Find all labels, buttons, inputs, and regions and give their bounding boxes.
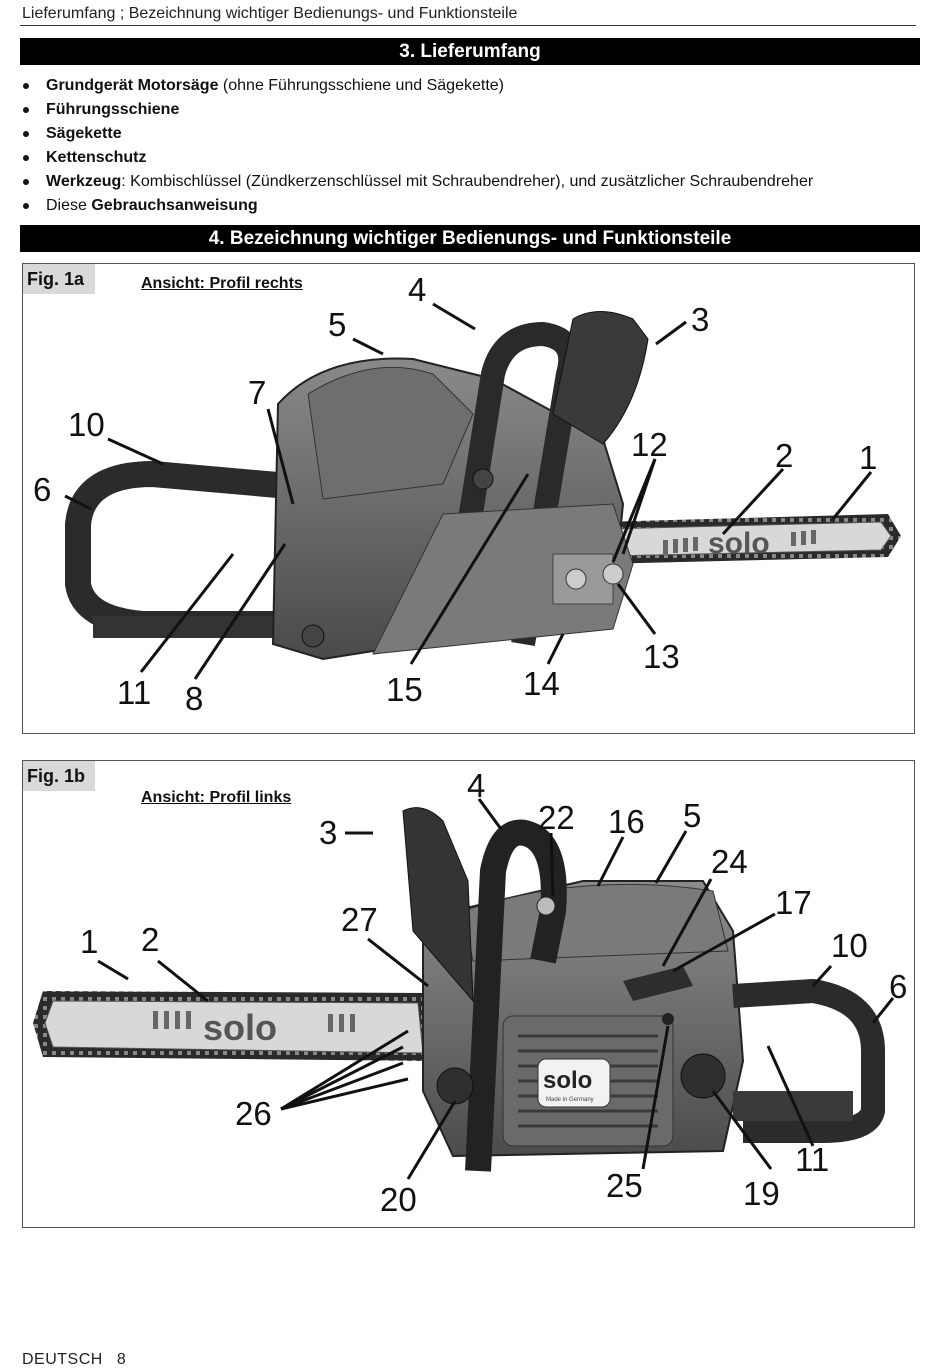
figure-1a: solo [22, 263, 915, 734]
callout-label: 15 [386, 671, 423, 708]
callout-label: 24 [711, 843, 748, 880]
callout-label: 7 [248, 374, 266, 411]
list-item: Kettenschutz [20, 146, 920, 170]
page-footer: DEUTSCH 8 [22, 1351, 126, 1369]
callout-label: 5 [683, 797, 701, 834]
callout-label: 16 [608, 803, 645, 840]
callouts: 4 3 22 16 5 24 27 17 1 2 10 6 26 11 25 1… [80, 767, 907, 1218]
hand-guard [402, 807, 474, 1003]
callout-label: 14 [523, 665, 560, 702]
header-rule [20, 25, 916, 26]
bullet-icon [23, 155, 29, 161]
callout-label: 3 [319, 814, 337, 851]
list-item: Diese Gebrauchsanweisung [20, 194, 920, 218]
callout-label: 6 [33, 471, 51, 508]
filler-cap [680, 1053, 726, 1099]
chainsaw-right-illustration: solo [33, 271, 901, 717]
guide-bar: solo [33, 991, 433, 1061]
list-item: Sägekette [20, 122, 920, 146]
callout-label: 5 [328, 306, 346, 343]
callout-label: 17 [775, 884, 812, 921]
bar-logo: solo [708, 527, 770, 560]
callout-label: 27 [341, 901, 378, 938]
section-4-heading: 4. Bezeichnung wichtiger Bedienungs- und… [20, 225, 920, 252]
delivery-list: Grundgerät Motorsäge (ohne Führungsschie… [20, 74, 920, 218]
callout-label: 12 [631, 426, 668, 463]
callout-label: 22 [538, 799, 575, 836]
callout-label: 1 [80, 923, 98, 960]
hand-guard [552, 311, 649, 445]
starter-cover: solo Made in Germany [502, 1015, 674, 1147]
callout-label: 10 [68, 406, 105, 443]
sprocket-cover [372, 503, 634, 655]
callout-label: 13 [643, 638, 680, 675]
footer-language: DEUTSCH [22, 1351, 103, 1368]
callout-label: 2 [775, 437, 793, 474]
bullet-icon [23, 203, 29, 209]
callouts: 4 5 3 7 10 12 2 1 6 13 11 8 15 14 [33, 271, 877, 717]
callout-label: 11 [117, 674, 151, 711]
bullet-icon [23, 107, 29, 113]
figure-label: Fig. 1b [23, 761, 95, 791]
rear-handle [732, 979, 885, 1143]
callout-label: 26 [235, 1095, 272, 1132]
callout-label: 4 [467, 767, 485, 804]
filler-cap [436, 1067, 474, 1105]
list-item: Grundgerät Motorsäge (ohne Führungsschie… [20, 74, 920, 98]
callout-label: 20 [380, 1181, 417, 1218]
bullet-icon [23, 131, 29, 137]
list-item: Führungsschiene [20, 98, 920, 122]
callout-label: 19 [743, 1175, 780, 1212]
chainsaw-left-illustration: solo solo Made in Germany [33, 767, 907, 1218]
figure-view-caption: Ansicht: Profil rechts [141, 275, 303, 292]
page-number: 8 [116, 1351, 127, 1368]
callout-label: 8 [185, 680, 203, 717]
guide-bar: solo [598, 514, 901, 564]
bar-logo: solo [203, 1007, 277, 1048]
cover-logo: solo [543, 1067, 592, 1094]
callout-label: 2 [141, 921, 159, 958]
bar-nut [565, 568, 587, 590]
running-head: Lieferumfang ; Bezeichnung wichtiger Bed… [22, 5, 518, 22]
callout-label: 25 [606, 1167, 643, 1204]
bullet-icon [23, 83, 29, 89]
leader-lines [64, 302, 873, 680]
section-3-heading: 3. Lieferumfang [20, 38, 920, 65]
callout-label: 11 [795, 1141, 829, 1178]
figure-view-caption: Ansicht: Profil links [141, 789, 292, 806]
figure-label: Fig. 1a [23, 264, 95, 294]
callout-label: 4 [408, 271, 426, 308]
bar-nut [602, 563, 624, 585]
cover-small-text: Made in Germany [546, 1097, 594, 1103]
callout-label: 6 [889, 968, 907, 1005]
list-item: Werkzeug: Kombischlüssel (Zündkerzenschl… [20, 170, 920, 194]
leader-lines [97, 798, 895, 1180]
callout-label: 1 [859, 439, 877, 476]
figure-1b: solo solo Made in Germany [22, 760, 915, 1228]
starter-grip [623, 966, 693, 1001]
bullet-icon [23, 179, 29, 185]
callout-label: 10 [831, 927, 868, 964]
callout-label: 3 [691, 301, 709, 338]
